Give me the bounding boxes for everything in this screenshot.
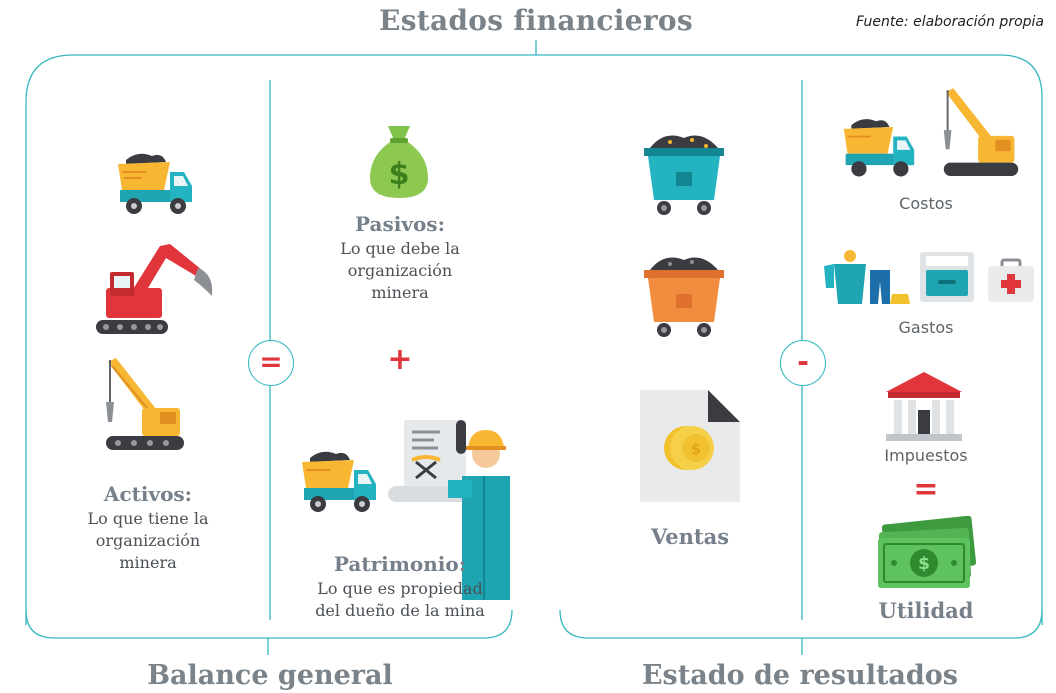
money-bag-icon: $ xyxy=(370,126,428,198)
miner-owner-icon xyxy=(388,420,510,600)
equals-operator: = xyxy=(248,340,294,386)
activos-line-2: organización xyxy=(95,531,201,550)
money-bag-symbol: $ xyxy=(389,157,410,192)
first-aid-kit-icon xyxy=(988,258,1034,302)
patrimonio-heading: Patrimonio: xyxy=(333,552,467,576)
gastos-label: Gastos xyxy=(898,318,954,337)
pasivos-line-1: Lo que debe la xyxy=(340,239,460,258)
sales-document-coins-icon: $ xyxy=(640,390,740,502)
drill-crane-icon xyxy=(106,358,184,450)
impuestos-label: Impuestos xyxy=(884,446,968,465)
patrimonio-line-2: del dueño de la mina xyxy=(315,601,485,620)
pasivos-heading: Pasivos: xyxy=(355,212,445,236)
activos-description: Lo que tiene la organización minera xyxy=(48,508,248,574)
mine-cart-orange-icon xyxy=(644,257,724,337)
diagram-title: Estados financieros xyxy=(379,4,693,37)
balance-bracket xyxy=(25,609,513,639)
plus-operator: + xyxy=(387,342,413,377)
dump-truck-small-icon xyxy=(302,451,376,512)
costos-label: Costos xyxy=(899,194,953,213)
results-bracket xyxy=(559,609,1043,639)
excavator-icon xyxy=(96,244,213,334)
workwear-icon xyxy=(824,250,910,304)
utilidad-label: Utilidad xyxy=(878,598,974,623)
cash-bills-icon: $ xyxy=(878,516,977,588)
patrimonio-line-1: Lo que es propiedad xyxy=(317,579,483,598)
costos-drill-icon xyxy=(943,88,1019,176)
pasivos-description: Lo que debe la organización minera xyxy=(300,238,500,304)
government-building-icon xyxy=(886,372,962,441)
minus-operator: - xyxy=(780,340,826,386)
filing-cabinet-icon xyxy=(920,252,974,302)
coin-symbol: $ xyxy=(691,440,701,458)
costos-truck-icon xyxy=(843,119,915,177)
balance-general-label: Balance general xyxy=(147,660,393,691)
activos-line-3: minera xyxy=(119,553,177,572)
patrimonio-description: Lo que es propiedad del dueño de la mina xyxy=(290,578,510,622)
results-equals-operator: = xyxy=(913,472,939,507)
pasivos-line-2: organización xyxy=(347,261,453,280)
estado-resultados-label: Estado de resultados xyxy=(641,660,959,691)
activos-heading: Activos: xyxy=(103,482,193,506)
top-frame-line xyxy=(25,54,1043,110)
activos-line-1: Lo que tiene la xyxy=(87,509,209,528)
mine-cart-teal-icon xyxy=(644,135,724,215)
ventas-label: Ventas xyxy=(650,524,730,549)
pasivos-line-3: minera xyxy=(371,283,429,302)
dump-truck-icon xyxy=(118,153,192,214)
bill-symbol: $ xyxy=(918,554,930,574)
source-note: Fuente: elaboración propia xyxy=(855,14,1044,30)
